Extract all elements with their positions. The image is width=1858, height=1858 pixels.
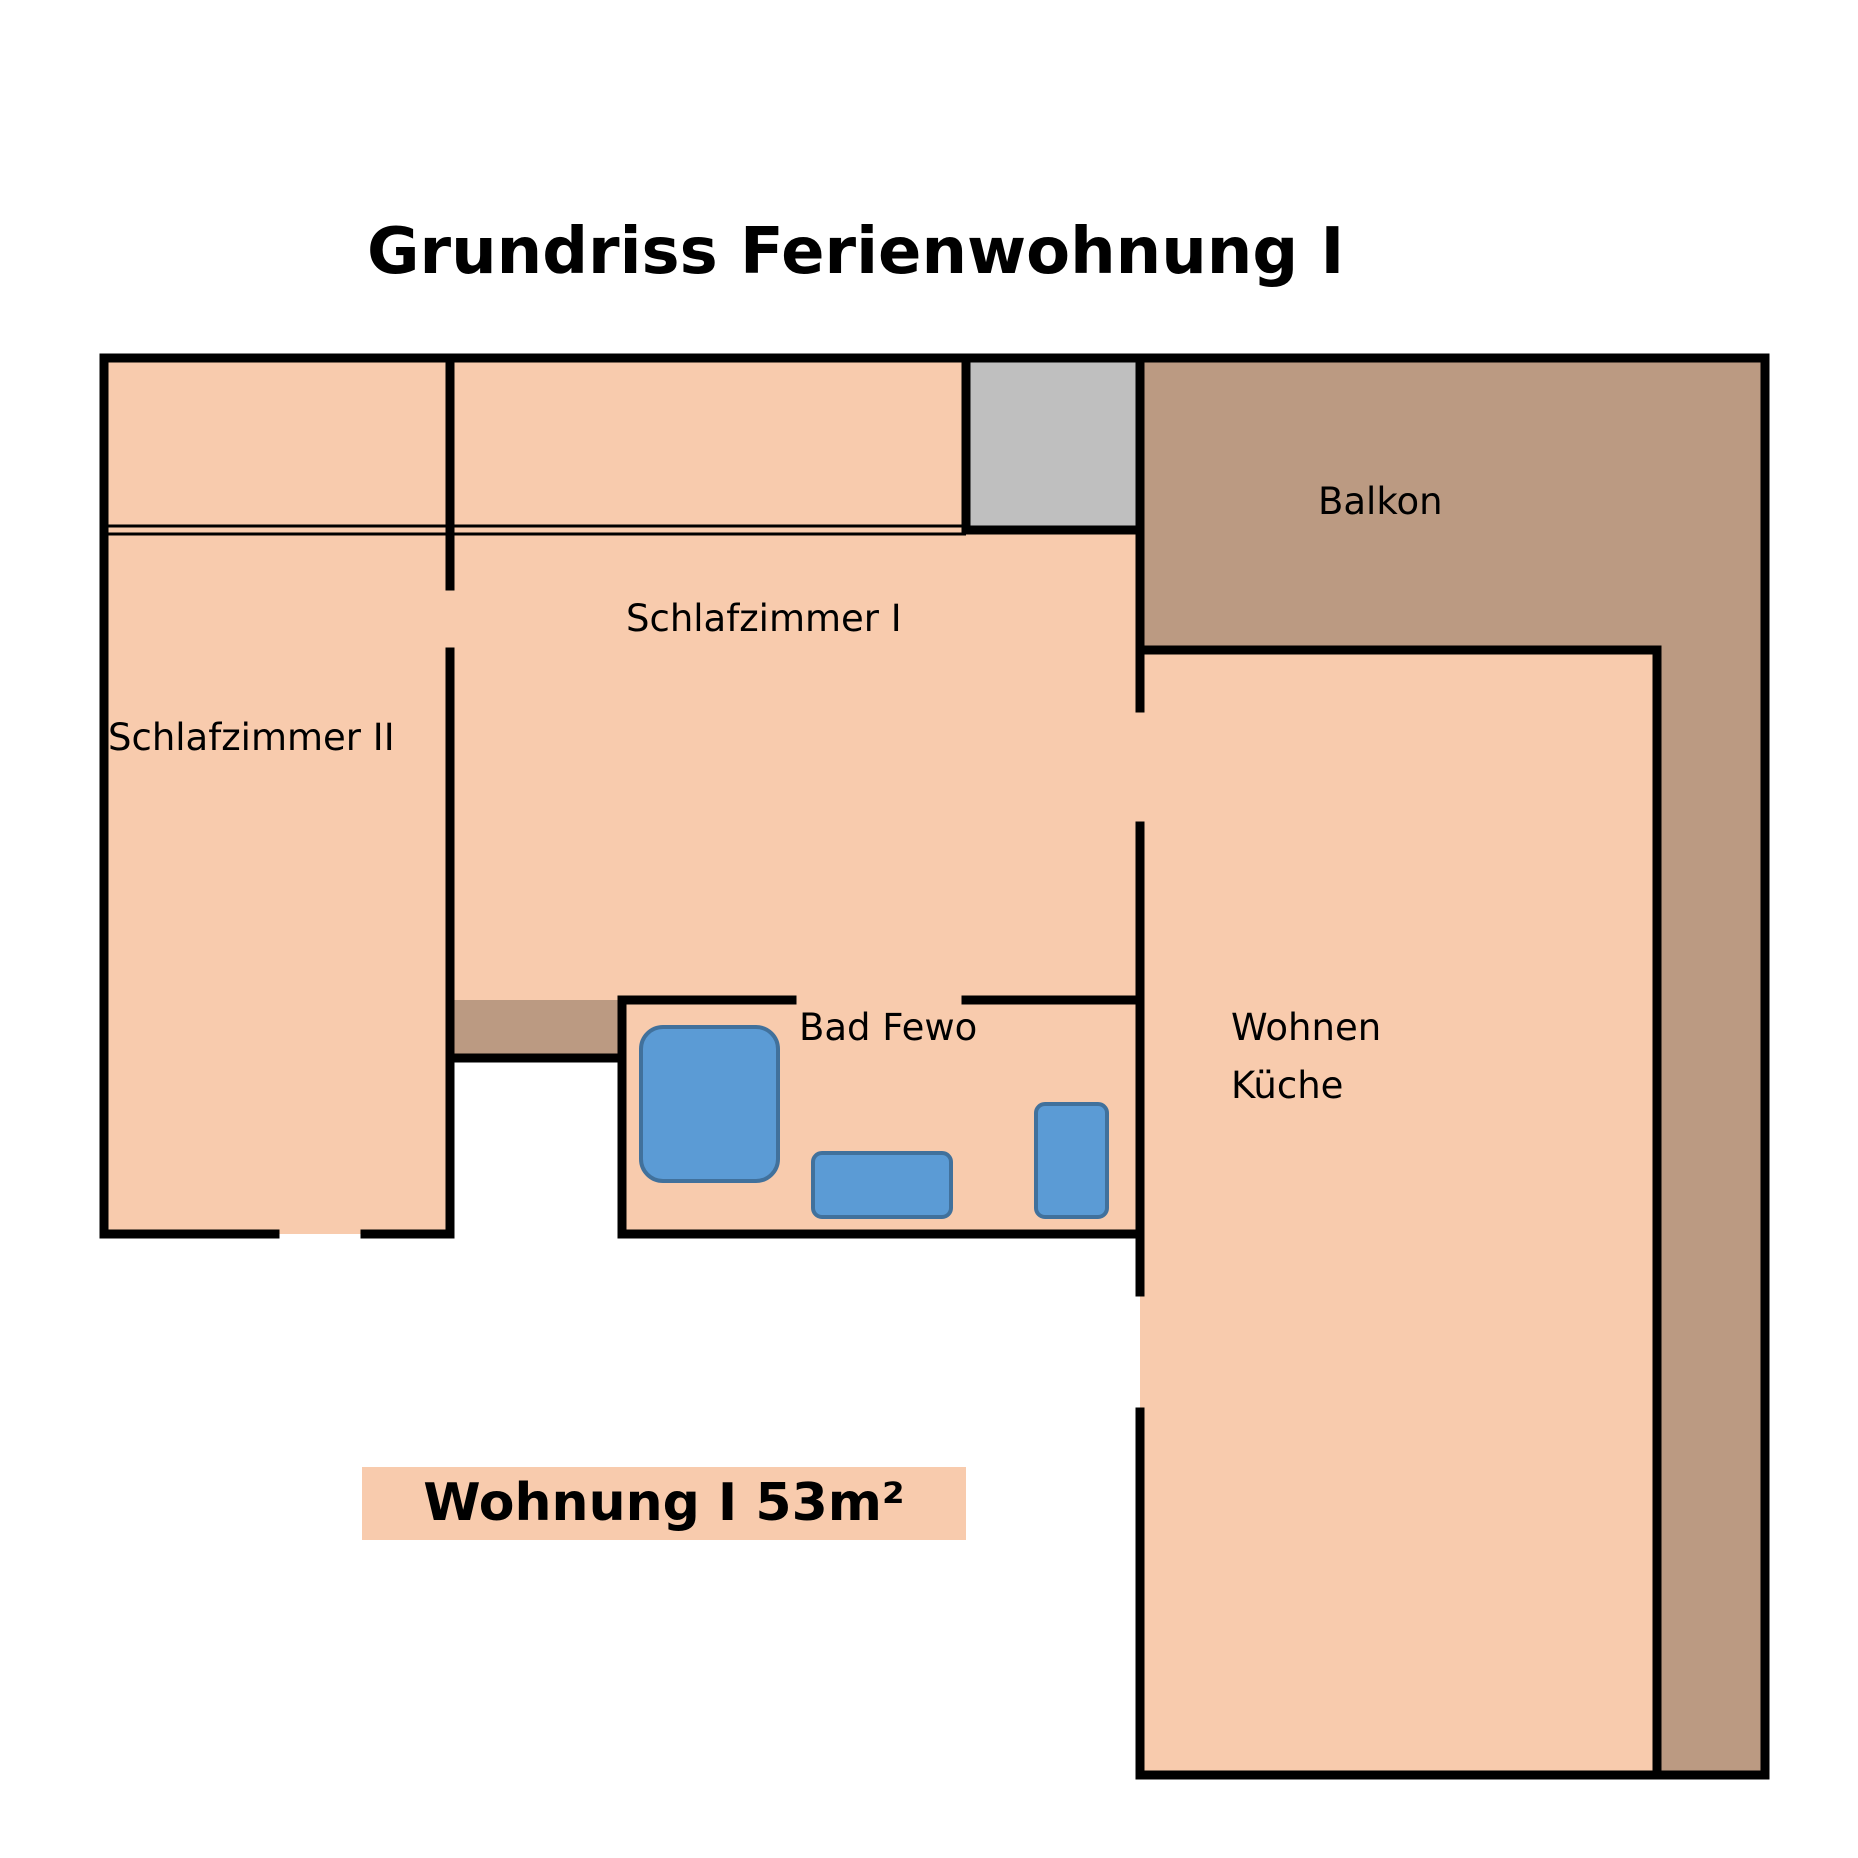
bedroom1-label: Schlafzimmer I	[626, 597, 902, 640]
shower-icon	[639, 1025, 780, 1183]
toilet-icon	[1034, 1102, 1109, 1219]
area-label: Wohnung I 53m²	[423, 1473, 904, 1533]
bathroom-label: Bad Fewo	[799, 1006, 977, 1049]
living-label-line1: Wohnen	[1231, 1006, 1381, 1049]
balcony-label: Balkon	[1318, 480, 1443, 523]
bedroom1-upper-room	[450, 358, 966, 530]
bedroom2-label: Schlafzimmer II	[108, 716, 395, 759]
living-room	[1140, 650, 1657, 1775]
sink-icon	[811, 1151, 953, 1219]
living-label-line2: Küche	[1231, 1064, 1343, 1107]
hall-strip	[450, 1000, 622, 1058]
storage-room	[966, 358, 1140, 530]
page-title: Grundriss Ferienwohnung I	[367, 215, 1344, 289]
bedroom1-room	[450, 530, 1140, 1000]
balcony-area	[1140, 358, 1765, 1775]
bedroom2-room	[104, 358, 450, 1234]
area-label-box	[362, 1467, 966, 1540]
